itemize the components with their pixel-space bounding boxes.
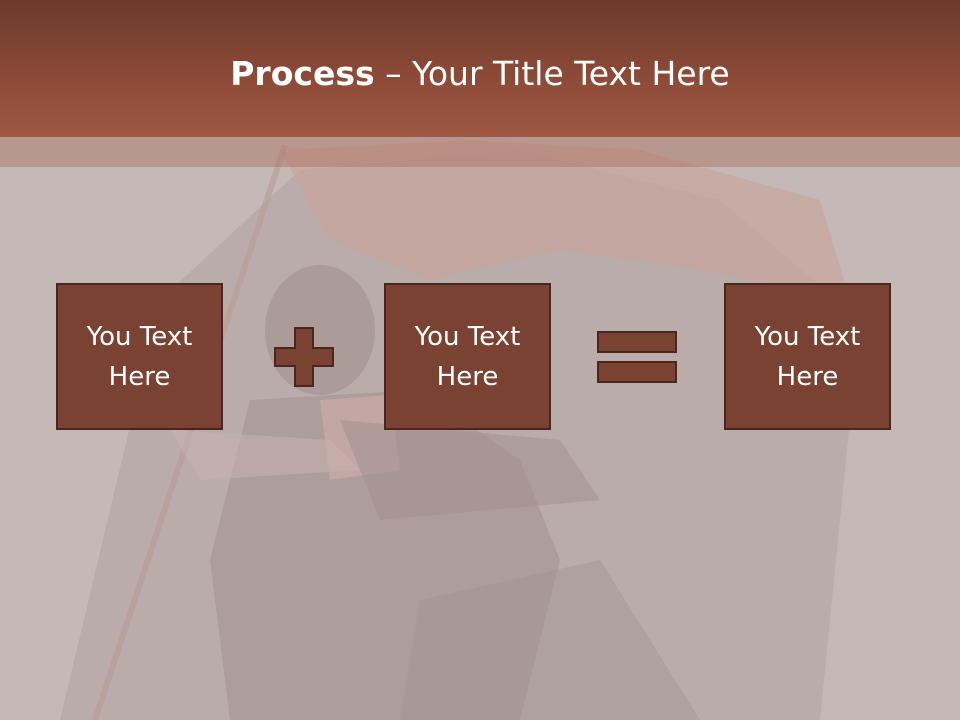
process-box-label: You Text Here xyxy=(86,321,193,392)
title-bold: Process xyxy=(230,54,375,93)
process-box-2[interactable]: You Text Here xyxy=(384,283,551,430)
slide-title: Process – Your Title Text Here xyxy=(0,52,960,96)
title-bar xyxy=(0,0,960,137)
plus-icon xyxy=(274,327,334,387)
process-box-1[interactable]: You Text Here xyxy=(56,283,223,430)
equals-icon xyxy=(597,331,677,383)
process-box-label: You Text Here xyxy=(414,321,521,392)
process-box-3[interactable]: You Text Here xyxy=(724,283,891,430)
title-sub-band xyxy=(0,137,960,167)
title-rest: – Your Title Text Here xyxy=(374,54,730,93)
process-box-label: You Text Here xyxy=(754,321,861,392)
